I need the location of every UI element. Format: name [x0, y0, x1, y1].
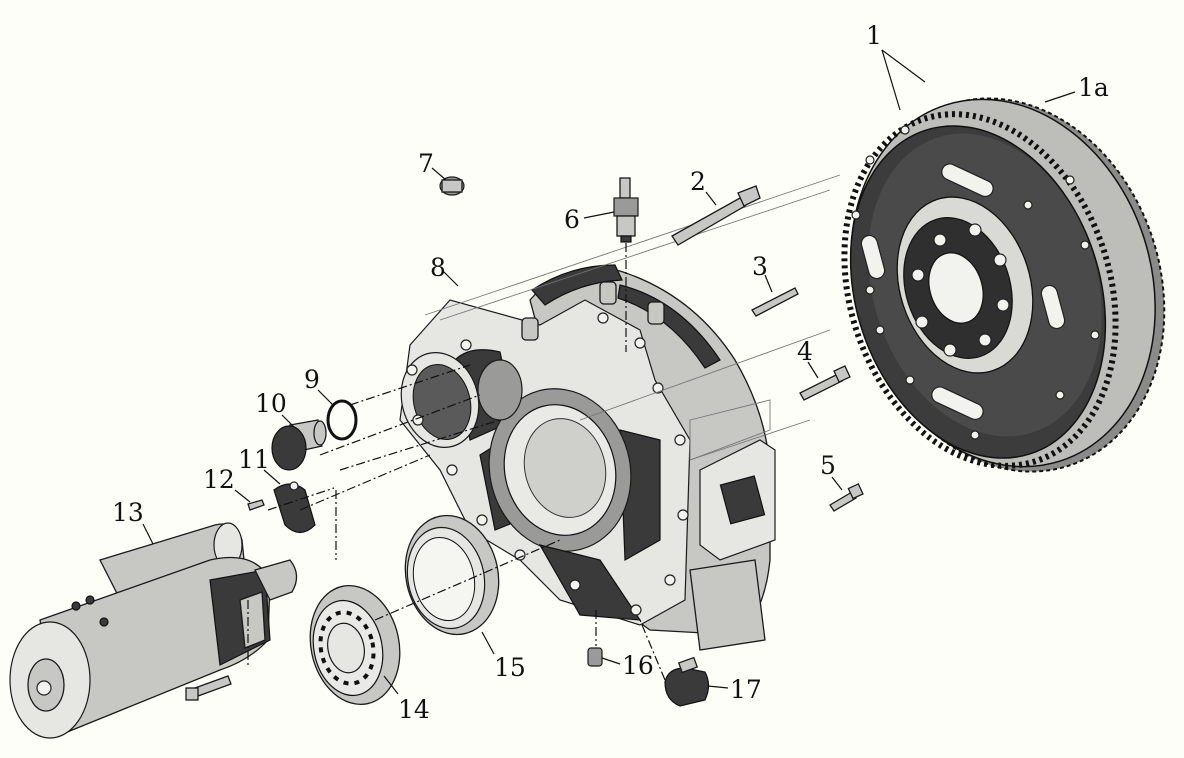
callout-1: 1 — [866, 21, 882, 50]
callout-11: 11 — [238, 445, 270, 474]
bolt-long — [671, 185, 761, 246]
callout-15: 15 — [494, 653, 526, 682]
rubber-plug — [664, 656, 710, 707]
callout-10: 10 — [255, 389, 287, 418]
ball-bearing — [309, 584, 401, 706]
callout-13: 13 — [112, 498, 144, 527]
callout-7: 7 — [418, 149, 434, 178]
callout-4: 4 — [797, 337, 813, 366]
callout-8: 8 — [430, 253, 446, 282]
callout-labels: 1 1a 2 3 4 5 6 7 8 9 10 11 12 13 14 15 1… — [112, 21, 1109, 724]
callout-9: 9 — [304, 365, 320, 394]
speed-sensor — [613, 177, 639, 243]
starter-motor — [9, 522, 298, 739]
callout-16: 16 — [622, 651, 654, 680]
cover-plate — [273, 481, 316, 534]
callout-1a: 1a — [1078, 73, 1109, 102]
leader-lines — [142, 49, 1076, 695]
oil-seal — [404, 514, 500, 636]
callout-2: 2 — [690, 167, 706, 196]
flywheel-ring-gear — [841, 97, 1166, 473]
bushing-sleeve — [271, 419, 327, 471]
callout-6: 6 — [564, 205, 580, 234]
bolt-small — [829, 483, 864, 512]
bolt-short — [799, 365, 851, 401]
housing-plug — [439, 176, 465, 196]
callout-12: 12 — [203, 465, 235, 494]
cover-screw — [247, 499, 265, 511]
stud-bolt — [751, 287, 799, 317]
callout-17: 17 — [730, 675, 762, 704]
callout-3: 3 — [752, 252, 768, 281]
starter-bolt — [185, 675, 232, 701]
drain-plug-small — [587, 647, 603, 667]
flywheel-housing — [399, 174, 841, 651]
callout-5: 5 — [820, 451, 836, 480]
assembly-axes — [247, 364, 666, 681]
callout-14: 14 — [398, 695, 430, 724]
o-ring — [326, 399, 358, 441]
